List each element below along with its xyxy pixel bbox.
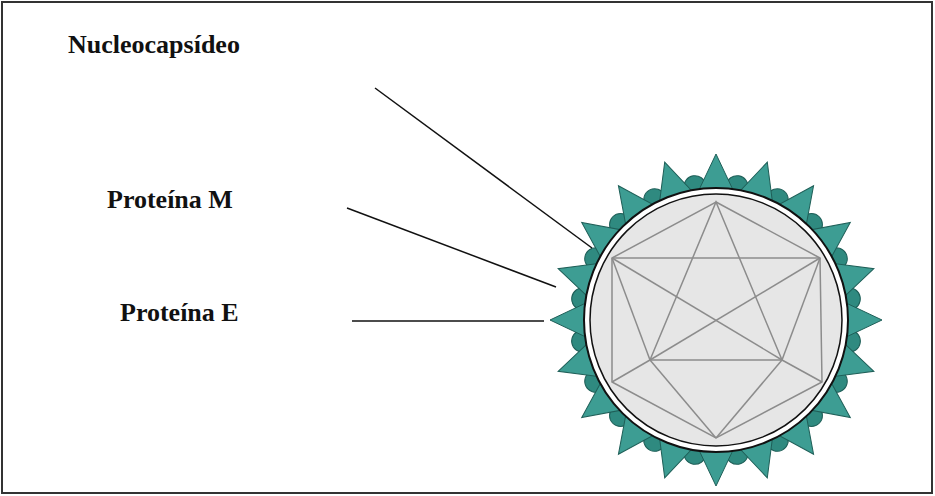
part-label: Proteína M bbox=[107, 184, 233, 215]
protein-spike bbox=[844, 302, 882, 338]
part-label: Nucleocapsídeo bbox=[68, 29, 240, 60]
nucleocapsid-icosahedron bbox=[612, 202, 822, 438]
protein-spike bbox=[698, 154, 734, 192]
leader-lines bbox=[347, 88, 592, 321]
virus-envelope bbox=[550, 154, 882, 486]
part-label: Proteína E bbox=[120, 297, 239, 328]
protein-spike bbox=[698, 448, 734, 486]
protein-spike bbox=[550, 302, 588, 338]
